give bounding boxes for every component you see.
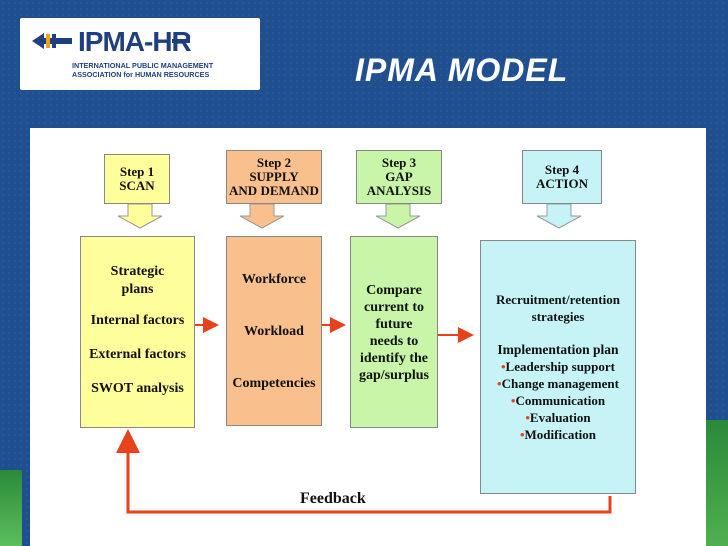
- logo-text: IPMA-HR: [78, 26, 192, 57]
- page-title: IPMA MODEL: [355, 52, 569, 88]
- gap-item: future: [375, 317, 413, 332]
- action-bullet-list: •Leadership support •Change management •…: [497, 358, 619, 443]
- step3-header: Step 3 GAP ANALYSIS: [356, 150, 442, 204]
- step2-label: Step 2: [256, 155, 292, 170]
- ipma-hr-logo: IPMA-HR INTERNATIONAL PUBLIC MANAGEMENT …: [20, 18, 260, 90]
- step3-label: Step 3: [381, 155, 417, 170]
- gap-item: Compare: [366, 283, 422, 298]
- step3-down-arrow: [375, 203, 421, 229]
- logo-arrow-icon: [32, 33, 190, 49]
- diagram-panel: Step 1 SCAN Step 2 SUPPLY AND DEMAND Ste…: [30, 128, 706, 546]
- action-bullet-text: Communication: [515, 393, 606, 408]
- logo-subtitle-line1: INTERNATIONAL PUBLIC MANAGEMENT: [72, 61, 214, 70]
- step4-title: ACTION: [535, 176, 588, 191]
- gap-item: current to: [364, 300, 424, 315]
- step4-down-arrow: [536, 203, 582, 229]
- logo-subtitle-line2: ASSOCIATION for HUMAN RESOURCES: [72, 70, 210, 79]
- step3-title-line2: ANALYSIS: [366, 183, 432, 198]
- step2-down-arrow: [239, 203, 285, 229]
- action-heading: Recruitment/retention: [496, 292, 620, 307]
- gap-item: identify the: [359, 351, 429, 366]
- action-bullet-text: Change management: [501, 376, 619, 391]
- step4-label: Step 4: [544, 162, 580, 177]
- scan-item: SWOT analysis: [91, 381, 184, 396]
- gap-analysis-box: Compare current to future needs to ident…: [350, 236, 438, 428]
- logo-subtitle: INTERNATIONAL PUBLIC MANAGEMENT ASSOCIAT…: [72, 61, 262, 79]
- step2-title-line1: SUPPLY: [249, 169, 299, 184]
- step3-title-line1: GAP: [385, 169, 413, 184]
- scan-box: Strategic plans Internal factors Externa…: [80, 236, 195, 428]
- scan-item: External factors: [89, 347, 186, 362]
- action-bullet: •Change management: [497, 376, 619, 391]
- action-bullet: •Leadership support: [500, 359, 615, 374]
- decorative-strip-left: [0, 470, 22, 546]
- action-bullet: •Modification: [519, 427, 597, 442]
- supply-item: Competencies: [232, 376, 316, 391]
- action-heading: strategies: [531, 309, 585, 324]
- diagram-connectors: [116, 203, 612, 514]
- action-bullet-text: Leadership support: [505, 359, 615, 374]
- supply-demand-box: Workforce Workload Competencies: [226, 236, 322, 426]
- supply-item: Workload: [244, 324, 304, 339]
- step1-title: SCAN: [119, 178, 155, 193]
- scan-item: Strategic: [110, 264, 165, 279]
- action-bullet-text: Modification: [524, 427, 597, 442]
- action-bullet: •Evaluation: [525, 410, 591, 425]
- action-bullet: •Communication: [510, 393, 606, 408]
- action-heading: Implementation plan: [497, 342, 619, 357]
- scan-item: plans: [121, 282, 154, 297]
- scan-item: Internal factors: [90, 313, 185, 328]
- step1-label: Step 1: [119, 164, 155, 179]
- decorative-strip-right: [706, 420, 728, 546]
- supply-item: Workforce: [241, 272, 307, 287]
- step2-title-line2: AND DEMAND: [229, 183, 319, 198]
- step2-header: Step 2 SUPPLY AND DEMAND: [226, 150, 322, 204]
- feedback-label: Feedback: [296, 490, 370, 508]
- step4-header: Step 4 ACTION: [522, 150, 602, 204]
- feedback-loop-arrow: [116, 429, 612, 514]
- gap-item: needs to: [369, 334, 419, 349]
- gap-item: gap/surplus: [358, 368, 430, 383]
- action-bullet-text: Evaluation: [529, 410, 591, 425]
- action-box: Recruitment/retention strategies Impleme…: [480, 240, 636, 494]
- step1-header: Step 1 SCAN: [104, 154, 170, 204]
- step1-down-arrow: [117, 203, 163, 229]
